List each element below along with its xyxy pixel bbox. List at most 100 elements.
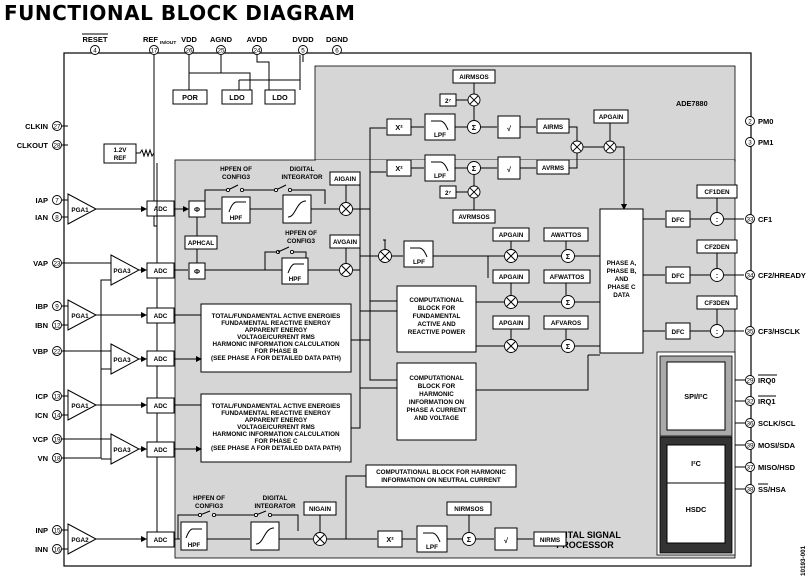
avrms-label: AVRMS — [542, 165, 564, 172]
phase-b-c-blocks: TOTAL/FUNDAMENTAL ACTIVE ENERGIES FUNDAM… — [174, 303, 370, 463]
apgain-label-3: APGAIN — [499, 320, 524, 327]
phi-a-label: Φ — [194, 205, 200, 214]
pin-pm1-label: PM1 — [758, 138, 773, 147]
hpfen-va-2: CONFIG3 — [287, 238, 315, 245]
i2c-hsdc-block — [666, 444, 726, 544]
pin-7: 7 — [55, 197, 59, 204]
pin-26: 26 — [185, 47, 193, 54]
phase-b-4: VOLTAGE/CURRENT RMS — [237, 334, 315, 341]
ldo-block-2 — [264, 89, 296, 105]
pga3-a — [110, 254, 141, 286]
pin-39: 39 — [746, 442, 754, 449]
dsp-region-upper — [314, 65, 736, 163]
phase-c-block — [200, 393, 352, 463]
comp-power-block — [396, 285, 477, 353]
aphcal-reg — [184, 235, 218, 250]
pin-dgnd-label: DGND — [326, 35, 349, 44]
pin-5: 5 — [301, 47, 305, 54]
comp-power-5: REACTIVE POWER — [408, 329, 466, 336]
right-pins: 2 PM0 3 PM1 33 CF1 34 CF2/HREADY 35 CF3/… — [735, 116, 806, 494]
phase-c-1: TOTAL/FUNDAMENTAL ACTIVE ENERGIES — [212, 403, 341, 410]
phase-c-7: (SEE PHASE A FOR DETAILED DATA PATH) — [211, 445, 341, 452]
phase-c-4: VOLTAGE/CURRENT RMS — [237, 424, 315, 431]
pin-ian-label: IAN — [35, 213, 48, 222]
lpf-v-label: LPF — [434, 173, 446, 180]
phase-data-4: PHASE C — [608, 284, 636, 291]
pin-pm0-label: PM0 — [758, 117, 773, 126]
pin-14: 14 — [53, 412, 61, 419]
pga2-n — [67, 523, 98, 555]
comp-harm-3: HARMONIC — [419, 391, 454, 398]
pin-mosi-label: MOSI/SDA — [758, 441, 796, 450]
phase-b-6: FOR PHASE B — [254, 348, 297, 355]
ref-label-2: REF — [114, 155, 127, 162]
diagram-title: FUNCTIONAL BLOCK DIAGRAM — [4, 1, 356, 25]
dfc-2-label: DFC — [672, 273, 685, 280]
rms-section: X² LPF Σ AIRMSOS 2⁷ √ AIRMS X² LPF Σ 2⁷ — [386, 69, 628, 224]
integrator-n-1: DIGITAL — [263, 495, 288, 502]
pin-ss-label: SS/HSA — [758, 485, 787, 494]
pga3-c — [110, 433, 141, 465]
sigma-awatt: Σ — [566, 252, 571, 261]
pin-vbp-label: VBP — [33, 347, 48, 356]
dfc-1-label: DFC — [672, 217, 685, 224]
pin-vn-label: VN — [38, 454, 48, 463]
comp-neutral-1: COMPUTATIONAL BLOCK FOR HARMONIC — [376, 469, 506, 476]
pin-15: 15 — [53, 527, 61, 534]
pga1-b — [67, 299, 98, 331]
comp-power-1: COMPUTATIONAL — [409, 297, 463, 304]
nirms-reg — [533, 531, 567, 547]
apgain-top-label: APGAIN — [599, 114, 624, 121]
comp-harm-5: PHASE A CURRENT — [406, 407, 466, 414]
hpfen-n-1: HPFEN OF — [193, 495, 225, 502]
pow27-v-label: 2⁷ — [445, 190, 452, 197]
lpf-n-label: LPF — [426, 544, 438, 551]
pga1-c — [67, 389, 98, 421]
phase-b-block — [200, 303, 352, 373]
nigain-label: NIGAIN — [309, 506, 331, 513]
adc-vc-label: ADC — [154, 447, 168, 454]
pin-29: 29 — [746, 377, 754, 384]
pin-inn-label: INN — [35, 545, 48, 554]
nirms-label: NIRMS — [540, 537, 560, 544]
cf3den-label: CF3DEN — [704, 300, 730, 307]
sigma-afvar: Σ — [566, 342, 571, 351]
pin-3: 3 — [748, 139, 752, 146]
pin-32: 32 — [746, 398, 754, 405]
pin-4: 4 — [93, 47, 97, 54]
pin-ref-sub: IN/OUT — [160, 40, 176, 46]
hpf-va-label: HPF — [289, 276, 302, 283]
pin-dvdd-label: DVDD — [292, 35, 314, 44]
integrator-a-2: INTEGRATOR — [281, 174, 322, 181]
pin-irq1-label: IRQ1 — [758, 397, 776, 406]
div-cf3-sym: : — [716, 327, 718, 336]
adc-va-label: ADC — [154, 268, 168, 275]
pin-27: 27 — [53, 123, 61, 130]
phase-b-5: HARMONIC INFORMATION CALCULATION — [212, 341, 340, 348]
sigma-avrms: Σ — [472, 164, 477, 173]
pin-ibp-label: IBP — [35, 302, 48, 311]
x2-i-label: X² — [395, 123, 403, 132]
comp-harm-1: COMPUTATIONAL — [409, 375, 463, 382]
phase-a-voltage-path: Φ HPF HPFEN OF CONFIG3 AVGAIN — [174, 172, 378, 285]
x2-n-label: X² — [386, 535, 394, 544]
phase-c-3: APPARENT ENERGY — [245, 417, 308, 424]
phase-data-2: PHASE B, — [607, 268, 637, 275]
avgain-label: AVGAIN — [333, 239, 357, 246]
sqrt-n-label: √ — [504, 536, 509, 545]
pin-6: 6 — [335, 47, 339, 54]
afwattos-reg — [543, 269, 591, 284]
pin-16: 16 — [53, 546, 61, 553]
integrator-n — [250, 521, 280, 551]
pin-22: 22 — [53, 348, 61, 355]
phase-b-7: (SEE PHASE A FOR DETAILED DATA PATH) — [211, 355, 341, 362]
dfc-section: DFC : CF1DEN DFC : CF2DEN DFC : CF3DEN — [643, 184, 744, 340]
integrator-n-2: INTEGRATOR — [254, 503, 295, 510]
comp-harm-4: INFORMATION ON — [409, 399, 465, 406]
pin-25: 25 — [217, 47, 225, 54]
pin-24: 24 — [253, 47, 261, 54]
chip-name: ADE7880 — [676, 99, 708, 108]
phase-data-5: DATA — [613, 292, 630, 299]
pin-23: 23 — [53, 260, 61, 267]
pin-28: 28 — [53, 142, 61, 149]
